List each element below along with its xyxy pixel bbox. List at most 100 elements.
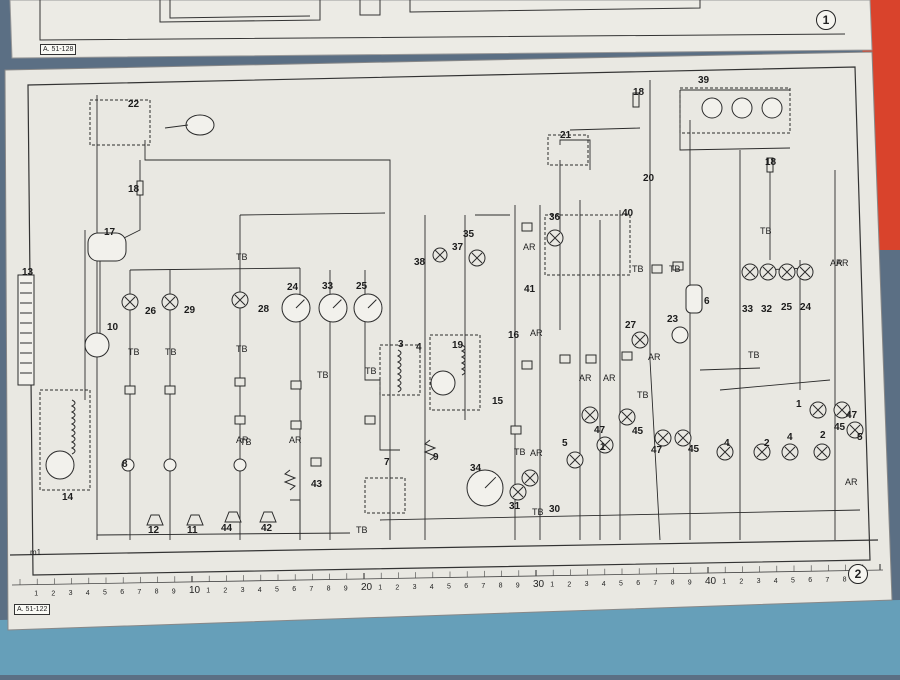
scale-label: 5	[447, 584, 451, 591]
scale-label: 10	[189, 585, 201, 596]
pressure-switch-symbol	[685, 284, 703, 314]
lamp-symbol	[581, 406, 599, 424]
scale-label: 4	[774, 578, 778, 585]
coil-symbol	[460, 344, 466, 376]
wire-tag: TB	[128, 347, 140, 357]
lamp-symbol	[509, 483, 527, 501]
scale-label: 3	[585, 581, 589, 588]
connector-symbol	[585, 354, 597, 364]
component-number: 37	[452, 242, 464, 253]
symbols	[17, 87, 864, 526]
wire-tag: TB	[317, 370, 329, 380]
component-number: 16	[508, 330, 520, 341]
component-number: 44	[221, 523, 233, 534]
wire	[239, 212, 386, 216]
component-number: 24	[287, 282, 299, 293]
component-number: 34	[470, 463, 482, 474]
lamp-symbol	[631, 331, 649, 349]
gauge-symbol	[281, 293, 311, 323]
lamp-symbol	[231, 291, 249, 309]
switch-contact	[761, 97, 783, 119]
ignition-switch-box	[89, 99, 151, 146]
scale-label: 6	[636, 580, 640, 587]
scale-label: 9	[516, 582, 520, 589]
component-number: 14	[62, 492, 74, 503]
component-number: 7	[384, 457, 390, 468]
coil-symbol	[70, 399, 76, 455]
scale-label: 9	[172, 588, 176, 595]
wire-tag: TB	[236, 252, 248, 262]
wire-tag: TB	[165, 347, 177, 357]
lamp-symbol	[521, 469, 539, 487]
component-number: 35	[463, 229, 475, 240]
component-number: 19	[452, 340, 464, 351]
wire-tag: TB	[669, 264, 681, 274]
connector-symbol	[621, 351, 633, 361]
scale-label: 2	[51, 590, 55, 597]
wire	[290, 499, 301, 540]
scale-label: 3	[757, 578, 761, 585]
component-number: 38	[414, 257, 426, 268]
wire-tag: TB	[748, 350, 760, 360]
flasher-unit-box	[547, 134, 589, 166]
horn-symbol	[671, 326, 689, 344]
component-number: 33	[742, 304, 754, 315]
component-number: 45	[834, 422, 846, 433]
connector-symbol	[521, 222, 533, 232]
main-page	[4, 51, 893, 631]
component-number: 25	[781, 302, 793, 313]
lamp-symbol	[796, 263, 814, 281]
scale-label: 7	[825, 577, 829, 584]
scale-label: 1	[206, 588, 210, 595]
component-number: 47	[846, 410, 858, 421]
scale-label: 7	[481, 583, 485, 590]
scale-label: 8	[327, 586, 331, 593]
component-number: 45	[688, 444, 700, 455]
connector-symbol	[234, 415, 246, 425]
lamp-symbol	[566, 451, 584, 469]
wire-tag: AR	[830, 258, 843, 268]
scale-label: 1	[722, 579, 726, 586]
component-number: 31	[509, 501, 521, 512]
lamp-symbol	[759, 263, 777, 281]
wires	[84, 80, 861, 541]
scale-label: 8	[499, 583, 503, 590]
switch-contact	[731, 97, 753, 119]
wire-tag: AR	[523, 242, 536, 252]
lamp-symbol	[833, 401, 851, 419]
top-page-number: 1	[816, 10, 836, 30]
wire	[559, 139, 591, 170]
wiper-motor-box	[429, 334, 481, 411]
scale-label: 6	[120, 589, 124, 596]
scale-line	[11, 569, 884, 586]
component-number: 4	[787, 432, 793, 443]
component-number: 6	[704, 296, 710, 307]
wire	[96, 532, 351, 536]
connector-symbol	[510, 425, 522, 435]
connector-symbol	[672, 261, 684, 271]
connector-symbol	[559, 354, 571, 364]
component-number: 17	[104, 227, 116, 238]
scale-label: 7	[137, 589, 141, 596]
scale-label: 7	[309, 586, 313, 593]
wire	[699, 367, 761, 371]
ground-label: m1	[30, 548, 42, 557]
gauge-symbol	[318, 293, 348, 323]
component-number: 18	[765, 157, 777, 168]
rear-light-symbol	[186, 514, 204, 526]
lamp-symbol	[741, 263, 759, 281]
component-number: 43	[311, 479, 323, 490]
wire-tag: AR	[579, 373, 592, 383]
wire-tag: AR	[289, 435, 302, 445]
scale-label: 4	[86, 590, 90, 597]
wire-tag: AR	[603, 373, 616, 383]
lamp-symbol	[432, 247, 448, 263]
connector-symbol	[164, 385, 176, 395]
scale-label: 1	[34, 591, 38, 598]
component-number: 8	[122, 459, 128, 470]
hazard-switch-box	[544, 214, 631, 276]
component-number: 45	[632, 426, 644, 437]
connector-symbol	[521, 360, 533, 370]
wire	[719, 379, 831, 391]
